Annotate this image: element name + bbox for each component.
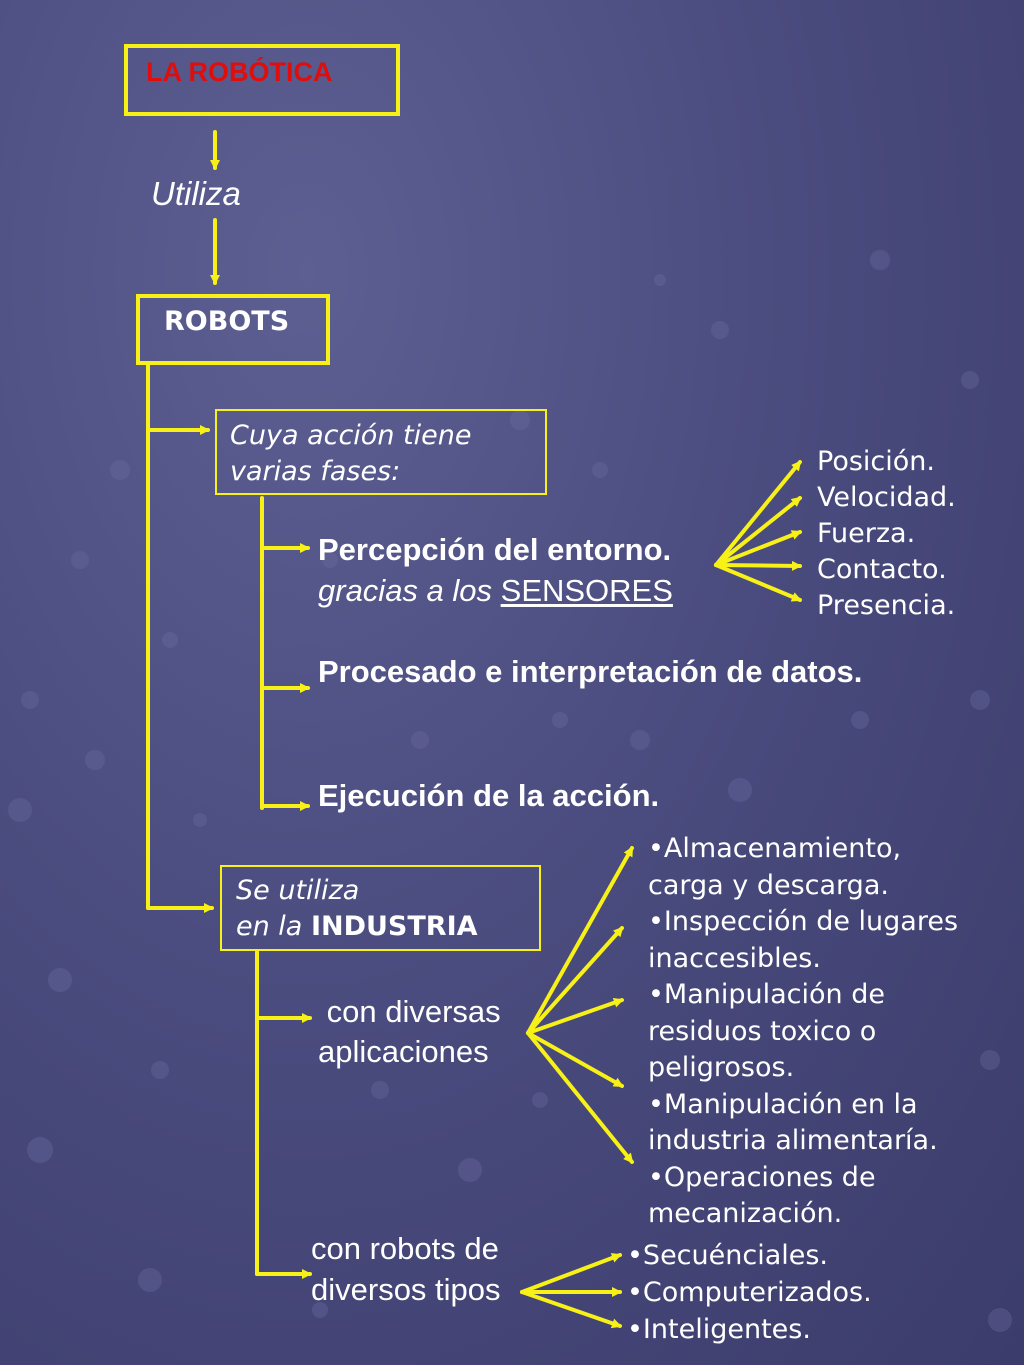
list-item: •Computerizados. <box>627 1277 872 1308</box>
aplicaciones-list: •Almacenamiento, carga y descarga. •Insp… <box>648 831 958 1233</box>
ejecucion-label: Ejecución de la acción. <box>318 778 660 813</box>
list-item: •Operaciones de <box>648 1161 876 1193</box>
arrow-app-5 <box>526 1031 634 1164</box>
list-item: •Manipulación de <box>648 979 885 1010</box>
arrow-sensor-velocidad <box>714 496 802 567</box>
industria-line-1: Se utiliza <box>236 875 360 906</box>
robots-box <box>136 294 330 365</box>
list-item: •Almacenamiento, <box>648 833 902 864</box>
list-item: •Inteligentes. <box>627 1314 811 1345</box>
arrow-app-3 <box>526 997 624 1035</box>
sensor-item: Velocidad. <box>817 482 956 513</box>
arrow-app-1 <box>526 846 634 1035</box>
arrow-app-2 <box>526 926 624 1035</box>
list-item: •Inspección de lugares <box>648 906 959 937</box>
robots-label: ROBOTS <box>164 306 290 337</box>
arrow-sensor-posicion <box>714 460 802 567</box>
arrow-sensor-presencia <box>714 563 802 602</box>
arrow-app-4 <box>526 1031 624 1088</box>
tipos-line-2: diversos tipos <box>311 1272 501 1307</box>
industria-line-2-prefix: en la <box>236 911 311 942</box>
list-item: inaccesibles. <box>648 942 821 974</box>
arrow-tipo-1 <box>520 1253 622 1294</box>
percepcion-line-2: gracias a los SENSORES <box>318 571 673 611</box>
list-item: carga y descarga. <box>648 869 889 901</box>
sensor-item: Posición. <box>817 446 935 477</box>
fases-box <box>215 409 547 495</box>
list-item: •Manipulación en la <box>648 1088 918 1120</box>
diagram-title: LA ROBÓTICA <box>146 57 333 87</box>
tipos-list: •Secuénciales. •Computerizados. •Intelig… <box>627 1237 872 1348</box>
industria-line-2: en la INDUSTRIA <box>236 909 478 945</box>
arrow-tipo-3 <box>520 1290 622 1329</box>
aplicaciones-line-1: con diversas <box>318 994 501 1029</box>
percepcion-line-1: Percepción del entorno. <box>318 532 672 567</box>
sensor-item: Presencia. <box>817 590 956 621</box>
fases-line-1: Cuya acción tiene <box>230 420 472 451</box>
arrow-sensor-contacto <box>714 560 802 571</box>
tipos-line-1: con robots de <box>311 1231 499 1266</box>
arrow-sensor-fuerza <box>714 530 802 567</box>
sensores-keyword: SENSORES <box>500 573 673 608</box>
list-item: •Secuénciales. <box>627 1240 829 1271</box>
list-item: residuos toxico o <box>648 1015 877 1047</box>
industria-box <box>220 865 541 951</box>
title-box <box>124 44 400 116</box>
percepcion-line-2-prefix: gracias a los <box>318 573 501 608</box>
sensor-item: Contacto. <box>817 554 947 585</box>
utiliza-label: Utiliza <box>151 175 241 212</box>
list-item: industria alimentaría. <box>648 1125 938 1156</box>
list-item: peligrosos. <box>648 1052 795 1083</box>
list-item: mecanización. <box>648 1198 843 1229</box>
industria-keyword: INDUSTRIA <box>310 911 478 942</box>
sensor-item: Fuerza. <box>817 518 916 549</box>
procesado-label: Procesado e interpretación de datos. <box>318 654 863 689</box>
aplicaciones-line-2: aplicaciones <box>318 1034 489 1069</box>
fases-line-2: varias fases: <box>230 456 401 487</box>
